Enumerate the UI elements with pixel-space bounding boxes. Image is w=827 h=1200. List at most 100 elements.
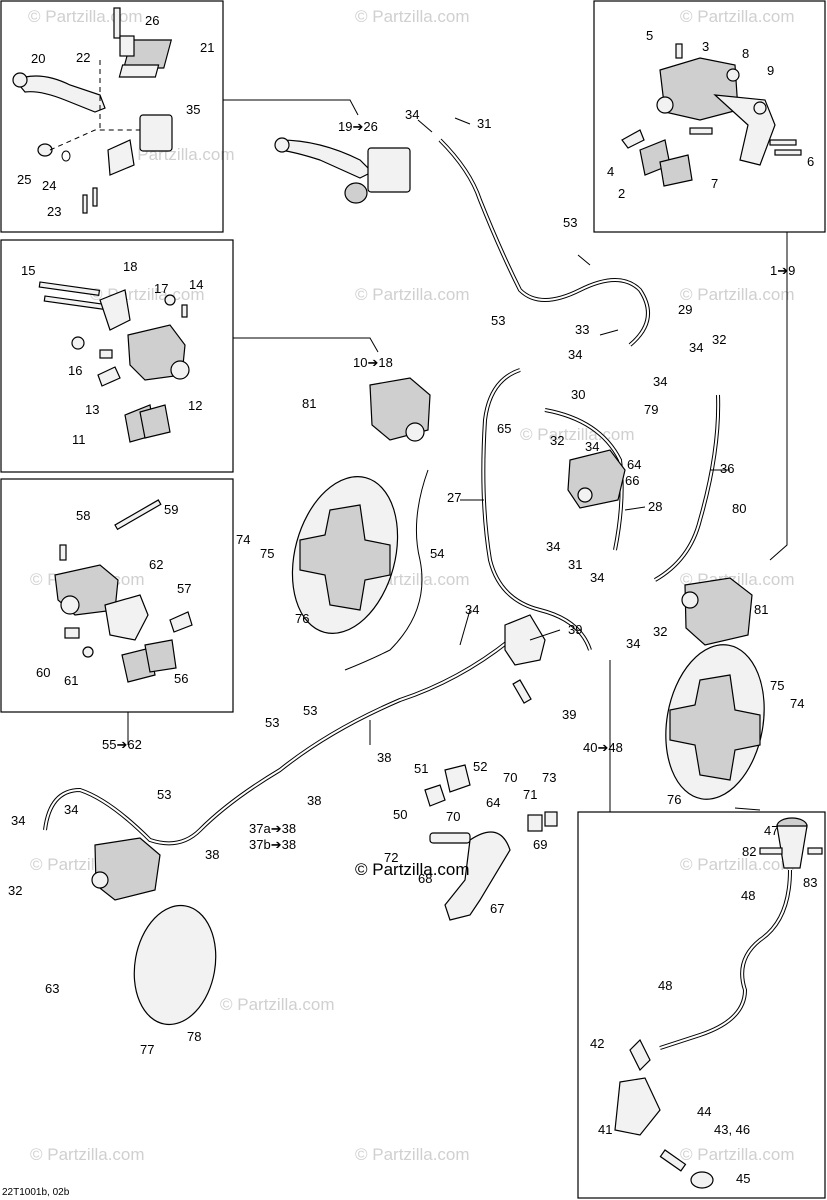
bleeder-part	[675, 43, 683, 59]
callout: 5	[646, 28, 653, 43]
brake-discs	[133, 476, 765, 1026]
callout: 34	[568, 347, 582, 362]
boot-part	[82, 646, 94, 658]
clevis-part	[690, 1171, 714, 1189]
pedal-shaft-part	[429, 832, 471, 844]
callout: 41	[598, 1122, 612, 1137]
clip-part	[424, 784, 446, 807]
piston-part	[405, 422, 425, 442]
bushing-part	[726, 68, 740, 82]
nut-part	[544, 811, 558, 827]
bolt-part	[92, 187, 98, 207]
callout: 34	[405, 107, 419, 122]
clip-part	[97, 366, 121, 387]
nut-part	[807, 847, 823, 855]
callout: 34	[653, 374, 667, 389]
callout: 32	[550, 433, 564, 448]
callout: 55➔62	[102, 737, 142, 752]
nut-part	[164, 294, 176, 306]
reservoir-inset	[614, 817, 823, 1189]
rear-disc-part	[133, 904, 217, 1026]
inset-box-front-caliper-left	[0, 239, 234, 473]
callout: 74	[236, 532, 250, 547]
master-cylinder-body-part	[139, 114, 173, 152]
callout: 16	[68, 363, 82, 378]
master-cylinder-body-part	[367, 147, 411, 193]
pin-part	[114, 499, 162, 531]
bushing-part	[99, 349, 113, 359]
callout: 7	[711, 176, 718, 191]
callout: 34	[590, 570, 604, 585]
master-cylinder-part	[614, 1077, 661, 1136]
reference-code: 22T1001b, 02b	[2, 1187, 70, 1198]
callout: 81	[754, 602, 768, 617]
callout: 34	[465, 602, 479, 617]
callout: 22	[76, 50, 90, 65]
callout: 2	[618, 186, 625, 201]
callout: 40➔48	[583, 740, 623, 755]
callout: 1➔9	[770, 263, 795, 278]
watermark: © Partzilla.com	[28, 7, 143, 26]
inset-box-hand-master-cylinder	[0, 0, 224, 233]
callout: 13	[85, 402, 99, 417]
callout: 39	[568, 622, 582, 637]
callout: 39	[562, 707, 576, 722]
clip-part	[169, 611, 193, 633]
caliper-body-part	[94, 837, 161, 901]
callout: 36	[720, 461, 734, 476]
center-watermark: © Partzilla.com	[355, 860, 470, 879]
callout: 3	[702, 39, 709, 54]
callout: 74	[790, 696, 804, 711]
callout: 53	[303, 703, 317, 718]
callout: 35	[186, 102, 200, 117]
clevis-part	[444, 764, 471, 793]
bushing-part	[64, 627, 80, 639]
callout: 33	[575, 322, 589, 337]
callout: 34	[585, 439, 599, 454]
main-foot-brake	[424, 614, 558, 921]
pin-part	[774, 149, 802, 156]
pad-spring-part	[621, 129, 645, 149]
pivot-bushing-part	[37, 143, 53, 157]
callout: 38	[205, 847, 219, 862]
callout: 69	[533, 837, 547, 852]
callout: 24	[42, 178, 56, 193]
pushrod-part	[512, 679, 532, 704]
callout: 56	[174, 671, 188, 686]
callout: 79	[644, 402, 658, 417]
callout: 42	[590, 1036, 604, 1051]
callout: 12	[188, 398, 202, 413]
watermark: © Partzilla.com	[680, 285, 795, 304]
caliper-body-part	[684, 577, 753, 646]
callout: 62	[149, 557, 163, 572]
screw-part	[759, 847, 783, 855]
callout: 32	[653, 624, 667, 639]
screw-part	[113, 7, 121, 39]
piston-part	[170, 360, 190, 380]
brake-pad-part	[144, 639, 177, 673]
callout: 53	[265, 715, 279, 730]
callout: 26	[145, 13, 159, 28]
callout: 75	[770, 678, 784, 693]
callout: 81	[302, 396, 316, 411]
callout: 63	[45, 981, 59, 996]
callout: 30	[571, 387, 585, 402]
watermark: © Partzilla.com	[220, 995, 335, 1014]
watermark: © Partzilla.com	[355, 285, 470, 304]
leader-lines	[369, 117, 761, 811]
callout: 34	[11, 813, 25, 828]
brake-pad-part	[139, 404, 171, 439]
callout: 67	[490, 901, 504, 916]
callout: 48	[658, 978, 672, 993]
callout: 34	[689, 340, 703, 355]
callout: 20	[31, 51, 45, 66]
piston-part	[681, 591, 699, 609]
watermark: © Partzilla.com	[680, 7, 795, 26]
watermark: © Partzilla.com	[30, 1145, 145, 1164]
pin-part	[38, 281, 101, 296]
callout: 37b➔38	[249, 837, 296, 852]
lever-knob-part	[12, 72, 28, 88]
callout: 59	[164, 502, 178, 517]
callout: 64	[486, 795, 500, 810]
